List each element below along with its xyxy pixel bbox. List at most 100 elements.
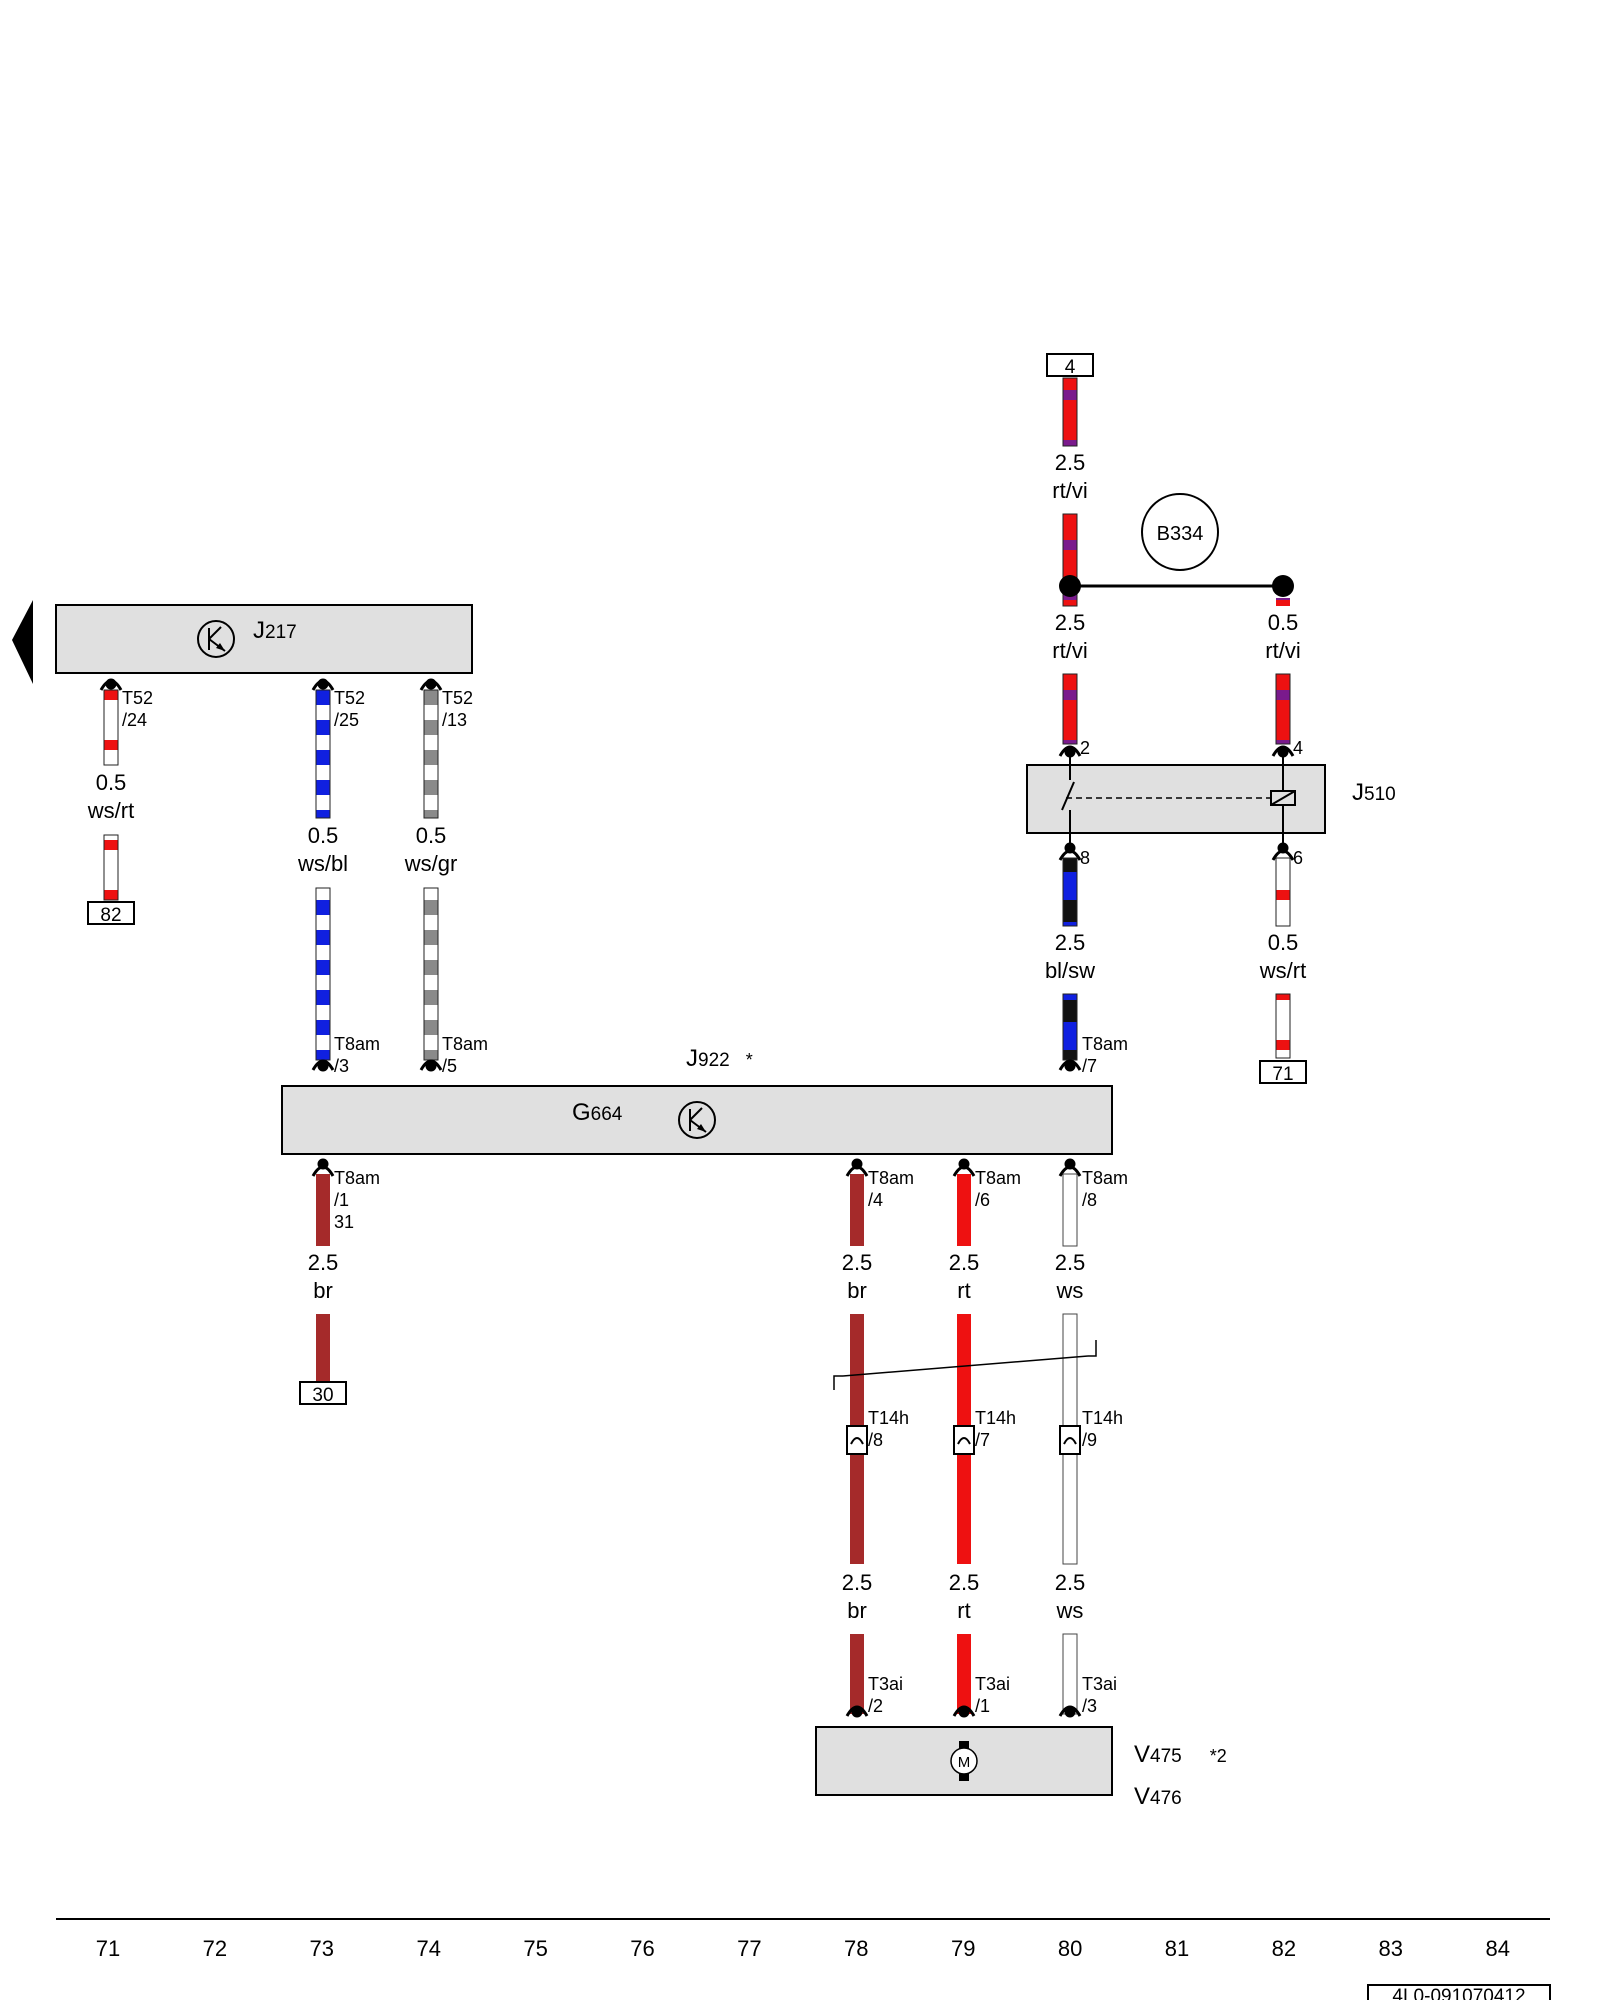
terminal-71[interactable] xyxy=(1259,1060,1307,1084)
axis-tick-label: 71 xyxy=(96,1936,120,1961)
wire-color-j510-8: bl/sw xyxy=(1045,958,1095,983)
pin-t3ai-2: T3ai xyxy=(868,1674,903,1694)
wire-size-mot-3: 2.5 xyxy=(1055,1570,1086,1595)
pin-t14h-7-num: /7 xyxy=(975,1430,990,1450)
wire-j217-t52-25 xyxy=(315,689,331,1061)
wire-size-j510-6: 0.5 xyxy=(1268,930,1299,955)
pin-t8am-6: T8am xyxy=(975,1168,1021,1188)
wire-j510-8-out xyxy=(1062,857,1078,927)
wire-size-mot-1: 2.5 xyxy=(949,1570,980,1595)
transistor-icon xyxy=(197,620,235,658)
wire-j510-6-out xyxy=(1275,857,1291,927)
pin-t14h-7: T14h xyxy=(975,1408,1016,1428)
connector-cups-j922-top xyxy=(311,1059,1082,1072)
wire-color-g664-6: rt xyxy=(957,1278,970,1303)
wire-j217-t52-13 xyxy=(423,689,439,1061)
pin-t14h-8: T14h xyxy=(868,1408,909,1428)
wire-top-rtvi-3 xyxy=(1276,598,1290,606)
wire-g664-1 xyxy=(316,1174,330,1246)
wire-j510-6-lower xyxy=(1275,993,1291,1059)
doc-number: 4L0-091070412 xyxy=(1392,1986,1525,2000)
connector-cups-j510-top xyxy=(1058,745,1295,758)
wire-color-top-c: rt/vi xyxy=(1265,638,1300,663)
wire-j217-t52-24 xyxy=(103,689,119,901)
v476-label: V476 xyxy=(1134,1783,1182,1810)
wire-color-j510-6: ws/rt xyxy=(1259,958,1306,983)
axis-tick-label: 73 xyxy=(310,1936,334,1961)
j922-g664-component-box xyxy=(281,1085,1113,1155)
pin-t8am-4: T8am xyxy=(868,1168,914,1188)
pin-t8am-1: T8am xyxy=(334,1168,380,1188)
wire-top-rtvi-1 xyxy=(1062,377,1078,447)
axis-tick-label: 77 xyxy=(737,1936,761,1961)
terminal-30[interactable] xyxy=(299,1381,347,1405)
j217-component-box xyxy=(55,604,473,674)
pin-t8am-6-num: /6 xyxy=(975,1190,990,1210)
wire-size-g664-1: 2.5 xyxy=(308,1250,339,1275)
pin-t3ai-1-num: /1 xyxy=(975,1696,990,1716)
j510-label: J510 xyxy=(1352,779,1396,806)
pin-t14h-9: T14h xyxy=(1082,1408,1123,1428)
v475-label: V475*2 xyxy=(1134,1741,1227,1768)
wire-size-top-b: 2.5 xyxy=(1055,610,1086,635)
terminal-82[interactable] xyxy=(87,901,135,925)
terminal-4[interactable] xyxy=(1046,353,1094,377)
page-continue-arrow-icon[interactable] xyxy=(12,600,33,684)
wire-g664-4 xyxy=(850,1174,864,1246)
pin-t52-24-num: /24 xyxy=(122,710,147,730)
pin-t14h-8-num: /8 xyxy=(868,1430,883,1450)
pin-t8am-5-num: /5 xyxy=(442,1056,457,1076)
pin-t52-13: T52 xyxy=(442,688,473,708)
pin-t52-25-num: /25 xyxy=(334,710,359,730)
splice-node-right xyxy=(1272,575,1294,597)
pin-t8am-3-num: /3 xyxy=(334,1056,349,1076)
pin-t52-13-num: /13 xyxy=(442,710,467,730)
pin-t3ai-3: T3ai xyxy=(1082,1674,1117,1694)
wire-color-mot-1: rt xyxy=(957,1598,970,1623)
wire-color-g664-8: ws xyxy=(1056,1278,1084,1303)
wire-g664-6 xyxy=(957,1174,971,1246)
connector-group-bracket xyxy=(833,1340,1097,1390)
j510-pin-6: 6 xyxy=(1293,848,1303,868)
wire-size-g664-8: 2.5 xyxy=(1055,1250,1086,1275)
wire-j510-2-in xyxy=(1062,673,1078,745)
wire-color-g664-1: br xyxy=(313,1278,333,1303)
axis-tick-label: 79 xyxy=(951,1936,975,1961)
wire-size-mot-2: 2.5 xyxy=(842,1570,873,1595)
pin-t52-25: T52 xyxy=(334,688,365,708)
wire-mot-3 xyxy=(1062,1633,1078,1715)
g664-label: G664 xyxy=(572,1099,623,1126)
j510-pin-8: 8 xyxy=(1080,848,1090,868)
axis-tick-label: 78 xyxy=(844,1936,868,1961)
terminal-30-label: 30 xyxy=(312,1385,333,1406)
axis-tick-label: 80 xyxy=(1058,1936,1082,1961)
connector-cups-j922-bottom xyxy=(311,1158,1082,1177)
j510-pin-2: 2 xyxy=(1080,738,1090,758)
pin-t52-24: T52 xyxy=(122,688,153,708)
connector-cups-j510-bottom xyxy=(1058,842,1295,861)
pin-t8am-1-num: /1 xyxy=(334,1190,349,1210)
wire-color-j217-25: ws/bl xyxy=(297,851,348,876)
wire-size-j217-13: 0.5 xyxy=(416,823,447,848)
motor-symbol-label: M xyxy=(958,1754,971,1771)
wire-color-g664-4: br xyxy=(847,1278,867,1303)
pin-t3ai-2-num: /2 xyxy=(868,1696,883,1716)
ground-point-b334 xyxy=(1141,493,1219,571)
connector-cups-motor xyxy=(845,1705,1082,1718)
ground-point-b334-label: B334 xyxy=(1157,523,1204,545)
pin-t3ai-3-num: /3 xyxy=(1082,1696,1097,1716)
wire-color-top-b: rt/vi xyxy=(1052,638,1087,663)
splice-node-left xyxy=(1059,575,1081,597)
wire-color-mot-3: ws xyxy=(1056,1598,1084,1623)
wire-mot-1 xyxy=(957,1634,971,1714)
wire-j510-8-lower xyxy=(1062,993,1078,1061)
axis-tick-label: 82 xyxy=(1272,1936,1296,1961)
wire-size-g664-4: 2.5 xyxy=(842,1250,873,1275)
axis-tick-label: 76 xyxy=(630,1936,654,1961)
connector-cups-j217 xyxy=(99,678,443,691)
axis-tick-label: 81 xyxy=(1165,1936,1189,1961)
wire-size-j217-25: 0.5 xyxy=(308,823,339,848)
axis-tick-label: 75 xyxy=(523,1936,547,1961)
